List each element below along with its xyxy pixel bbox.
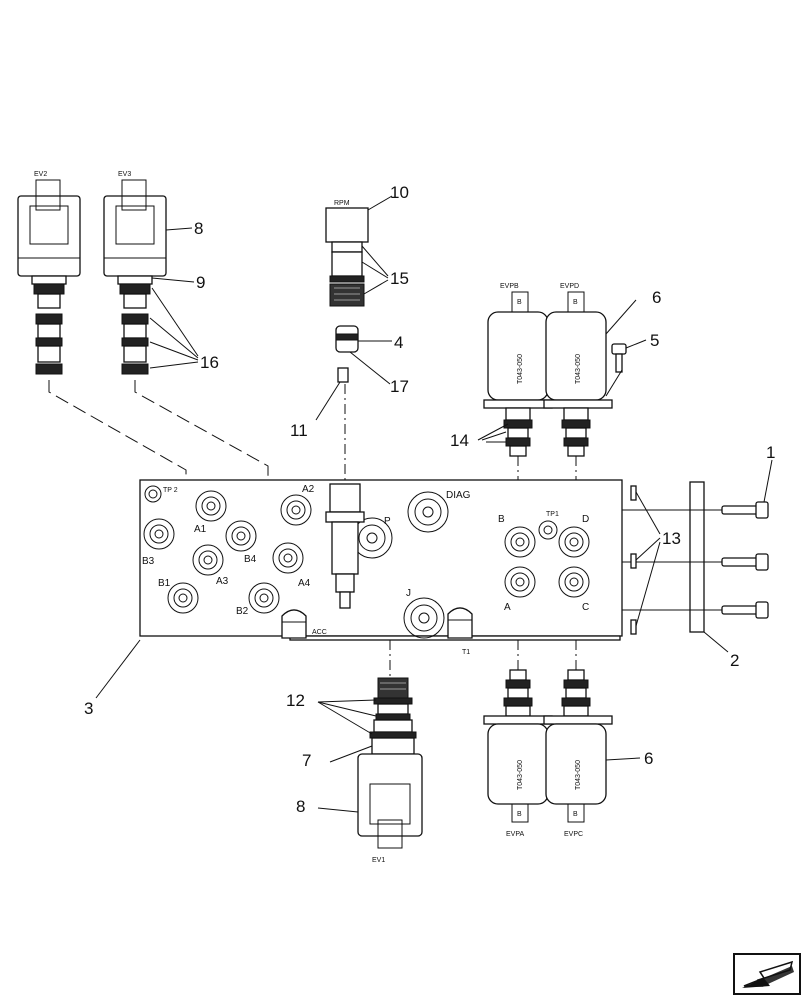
callout-4: 4 bbox=[394, 333, 403, 352]
callout-7: 7 bbox=[302, 751, 311, 770]
callout-13: 13 bbox=[662, 529, 681, 548]
svg-text:A3: A3 bbox=[216, 576, 229, 587]
port-b1 bbox=[167, 582, 199, 614]
svg-text:T043-050: T043-050 bbox=[575, 760, 582, 790]
port-a1 bbox=[195, 490, 227, 522]
svg-text:DIAG: DIAG bbox=[446, 490, 471, 501]
callout-1: 1 bbox=[766, 443, 775, 462]
svg-text:B: B bbox=[498, 514, 505, 525]
svg-text:T1: T1 bbox=[462, 649, 470, 656]
port-b bbox=[504, 526, 536, 558]
callout-8-bottom: 8 bbox=[296, 797, 305, 816]
port-a4 bbox=[272, 542, 304, 574]
port-a2 bbox=[280, 494, 312, 526]
evpc-label: EVPC bbox=[564, 831, 583, 838]
svg-text:B1: B1 bbox=[158, 578, 171, 589]
solenoid-evpc: B T043-050 EVPC bbox=[543, 669, 613, 838]
svg-text:D: D bbox=[582, 514, 589, 525]
bolt-1c bbox=[721, 601, 769, 619]
svg-text:A4: A4 bbox=[298, 578, 311, 589]
callout-14: 14 bbox=[450, 431, 469, 450]
callout-17: 17 bbox=[390, 377, 409, 396]
port-c bbox=[558, 566, 590, 598]
svg-text:P: P bbox=[384, 516, 391, 527]
rpm-sensor-installed bbox=[325, 483, 365, 609]
bolt-1b bbox=[721, 553, 769, 571]
callout-6-top: 6 bbox=[652, 288, 661, 307]
svg-text:B: B bbox=[573, 299, 578, 306]
callout-3: 3 bbox=[84, 699, 93, 718]
callout-12: 12 bbox=[286, 691, 305, 710]
svg-text:J: J bbox=[406, 588, 411, 599]
svg-text:C: C bbox=[582, 602, 589, 613]
port-b3 bbox=[143, 518, 175, 550]
svg-text:B4: B4 bbox=[244, 554, 257, 565]
port-tp2-label: TP 2 bbox=[163, 487, 178, 494]
evpd-label: EVPD bbox=[560, 283, 579, 290]
callout-11: 11 bbox=[290, 421, 308, 440]
ev3-label: EV3 bbox=[118, 171, 131, 178]
rpm-sensor: RPM bbox=[325, 200, 369, 383]
ev2-label: EV2 bbox=[34, 171, 47, 178]
solenoid-evpb: B T043-050 EVPB bbox=[483, 283, 553, 457]
callout-9: 9 bbox=[196, 273, 205, 292]
rpm-label: RPM bbox=[334, 200, 350, 207]
svg-text:B: B bbox=[573, 811, 578, 818]
callout-10: 10 bbox=[390, 183, 409, 202]
solenoid-ev2: EV2 bbox=[17, 171, 81, 375]
solenoid-ev1: EV1 bbox=[357, 677, 423, 864]
t1-plug bbox=[447, 607, 473, 639]
arrow-left-down-icon[interactable] bbox=[733, 953, 801, 995]
valve-block: TP 2 A1 A2 B3 B4 A3 A4 B1 bbox=[139, 479, 623, 656]
svg-text:T043-050: T043-050 bbox=[575, 354, 582, 384]
callout-2: 2 bbox=[730, 651, 739, 670]
evpb-label: EVPB bbox=[500, 283, 519, 290]
callout-15: 15 bbox=[390, 269, 409, 288]
svg-text:A2: A2 bbox=[302, 484, 315, 495]
washers-13 bbox=[630, 485, 637, 635]
bolt-1a bbox=[721, 501, 769, 519]
screw-5 bbox=[611, 343, 627, 373]
svg-text:B: B bbox=[517, 299, 522, 306]
port-d bbox=[558, 526, 590, 558]
port-a bbox=[504, 566, 536, 598]
evpa-label: EVPA bbox=[506, 831, 524, 838]
solenoid-evpd: B T043-050 EVPD bbox=[543, 283, 613, 457]
svg-text:T043-050: T043-050 bbox=[517, 760, 524, 790]
svg-text:B2: B2 bbox=[236, 606, 249, 617]
svg-text:A1: A1 bbox=[194, 524, 207, 535]
port-b2 bbox=[248, 582, 280, 614]
solenoid-evpa: B T043-050 EVPA bbox=[483, 669, 553, 838]
callout-8-top: 8 bbox=[194, 219, 203, 238]
solenoid-ev3: EV3 bbox=[103, 171, 167, 375]
svg-text:T043-050: T043-050 bbox=[517, 354, 524, 384]
acc-plug bbox=[281, 609, 307, 639]
ev1-label: EV1 bbox=[372, 857, 385, 864]
port-diag bbox=[407, 491, 449, 533]
svg-text:B: B bbox=[517, 811, 522, 818]
callout-5: 5 bbox=[650, 331, 659, 350]
svg-text:B3: B3 bbox=[142, 556, 155, 567]
svg-text:A: A bbox=[504, 602, 511, 613]
svg-text:ACC: ACC bbox=[312, 629, 327, 636]
callout-16: 16 bbox=[200, 353, 219, 372]
callout-6-bottom: 6 bbox=[644, 749, 653, 768]
port-a3 bbox=[192, 544, 224, 576]
gasket-plate bbox=[689, 481, 705, 633]
port-b4 bbox=[225, 520, 257, 552]
port-j bbox=[403, 597, 445, 639]
port-tp1-label: TP1 bbox=[546, 511, 559, 518]
